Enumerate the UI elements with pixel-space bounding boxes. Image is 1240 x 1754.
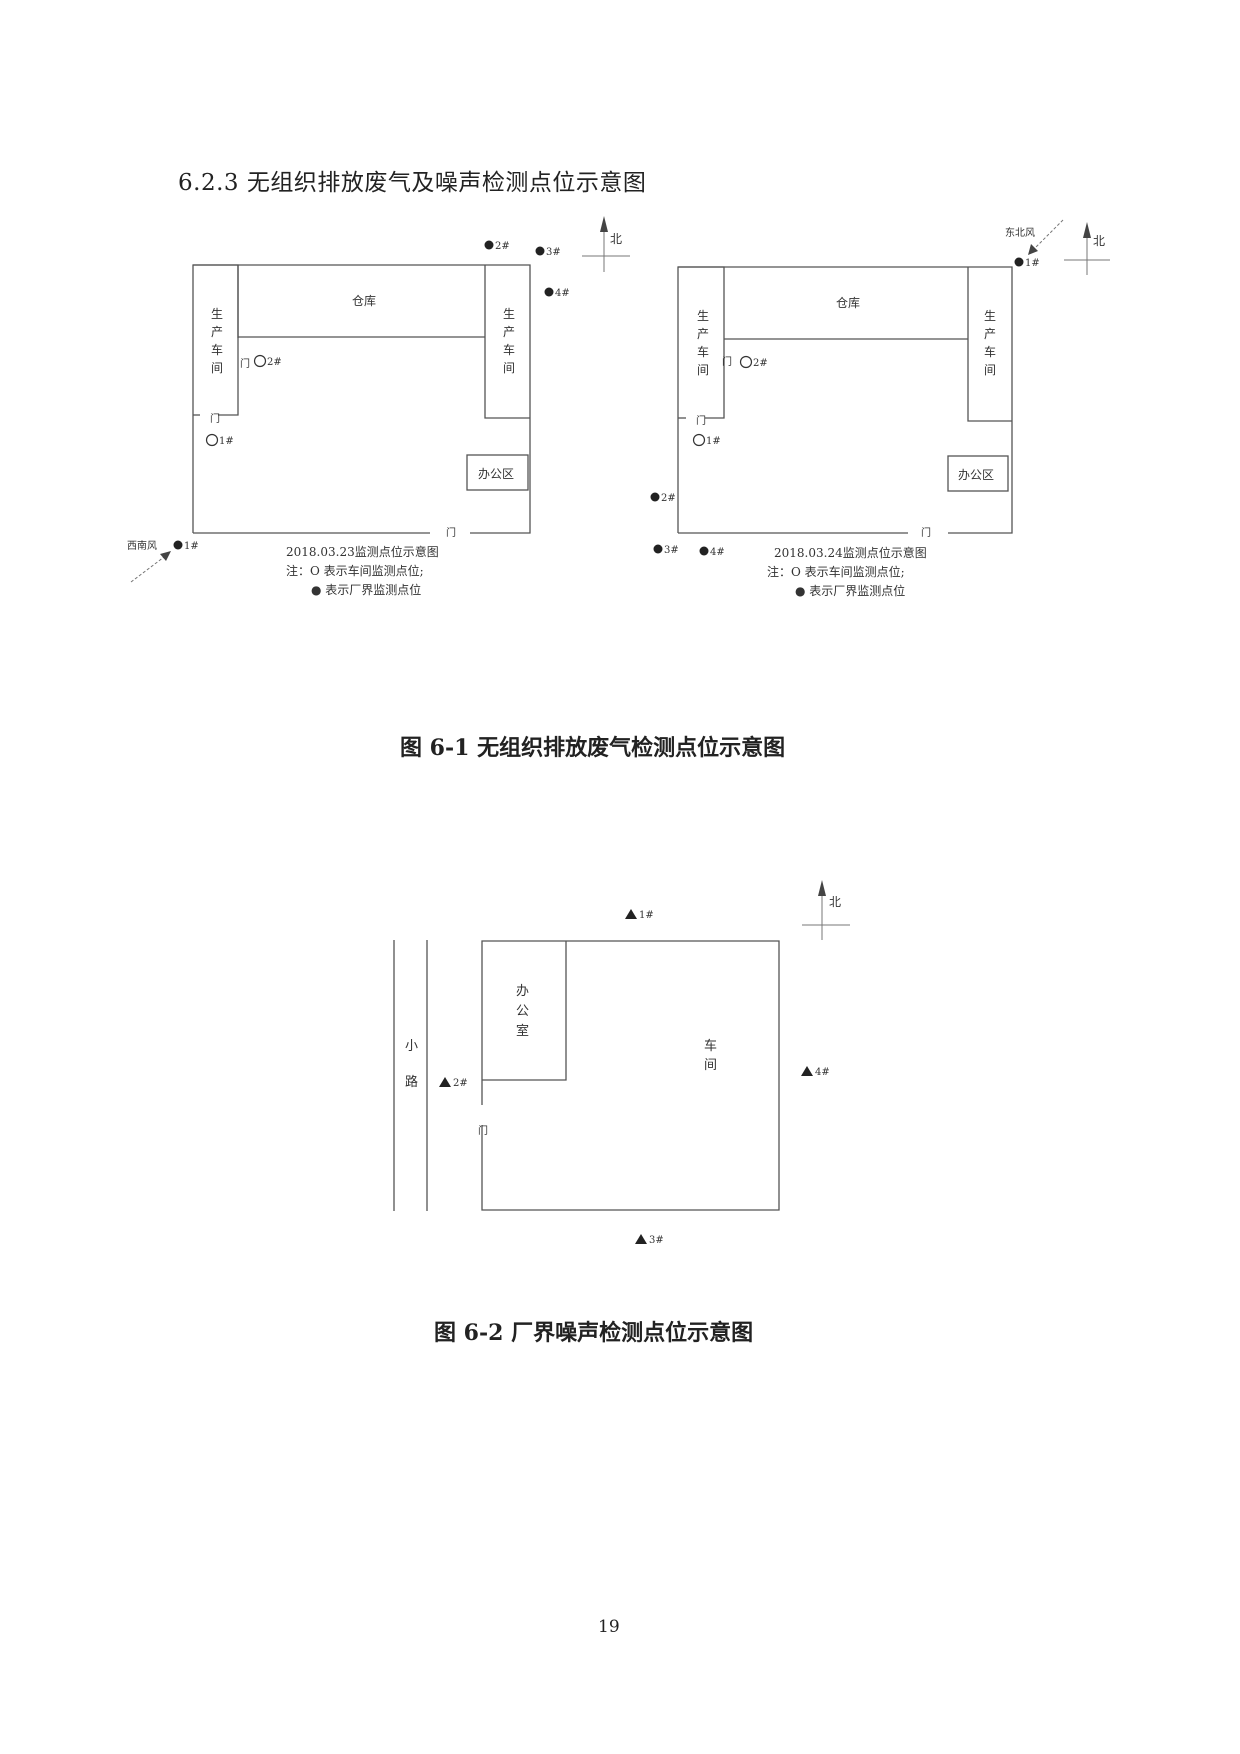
noise-point-label: 1# <box>639 910 654 921</box>
figure-caption: 图 6-1 无组织排放废气检测点位示意图 <box>400 735 786 761</box>
boundary-point-label: 4# <box>710 547 725 558</box>
figure-caption: 图 6-2 厂界噪声检测点位示意图 <box>434 1320 754 1346</box>
boundary-point-marker <box>544 287 554 297</box>
workshop-label: 产 <box>503 325 515 339</box>
section-heading: 6.2.3 无组织排放废气及噪声检测点位示意图 <box>178 170 647 196</box>
office-label: 办公区 <box>478 466 514 481</box>
boundary-point-marker <box>1014 257 1024 267</box>
noise-point-marker <box>801 1066 813 1076</box>
workshop-label: 生 <box>697 309 709 323</box>
boundary-point-marker <box>173 540 183 550</box>
workshop-point-label: 2# <box>267 357 282 368</box>
boundary-point-marker <box>484 240 494 250</box>
workshop-label: 生 <box>211 307 223 321</box>
door-label: 门 <box>210 412 220 425</box>
workshop-point-label: 2# <box>753 358 768 369</box>
workshop-label: 间 <box>704 1058 717 1073</box>
workshop-label: 产 <box>984 327 996 341</box>
noise-point-marker <box>439 1077 451 1087</box>
workshop-label: 间 <box>503 361 515 375</box>
workshop-label: 产 <box>697 327 709 341</box>
office-label: 室 <box>516 1023 529 1039</box>
north-label: 北 <box>829 895 841 909</box>
workshop-label: 生 <box>984 309 996 323</box>
noise-point-label: 4# <box>815 1067 830 1078</box>
workshop-label: 车 <box>984 344 996 359</box>
workshop-point-marker <box>253 354 267 368</box>
wind-label: 东北风 <box>1005 226 1035 239</box>
workshop-point-marker <box>692 433 706 447</box>
fig1-right-map: 北 仓库 生 产 车 间 生 产 车 间 办公区 门 门 门 2# 1# 1# … <box>650 219 1110 598</box>
office-label: 办 <box>516 984 529 999</box>
office-box <box>466 454 529 491</box>
door-label: 门 <box>478 1124 488 1137</box>
boundary-point-marker <box>650 492 660 502</box>
legend-note: ● 表示厂界监测点位 <box>311 582 421 597</box>
wind-arrow-icon <box>130 551 171 583</box>
workshop-label: 产 <box>211 325 223 339</box>
workshop-point-label: 1# <box>706 436 721 447</box>
boundary-point-label: 1# <box>1025 258 1040 269</box>
north-arrow-icon <box>802 880 850 940</box>
workshop-point-label: 1# <box>219 436 234 447</box>
boundary-point-label: 4# <box>555 288 570 299</box>
door-label: 门 <box>446 526 456 539</box>
boundary-point-label: 3# <box>546 247 561 258</box>
boundary-point-marker <box>535 246 545 256</box>
boundary-point-label: 2# <box>495 241 510 252</box>
workshop-label: 车 <box>503 342 515 357</box>
fig1-left-map: 北 仓库 生 产 车 间 生 产 车 间 办公区 门 门 门 2# 1# 2# <box>127 216 630 597</box>
north-label: 北 <box>1093 234 1105 248</box>
date-caption: 2018.03.24监测点位示意图 <box>774 545 927 560</box>
legend-note: 注：O 表示车间监测点位; <box>767 564 905 579</box>
fig2-map: 北 小 路 办 公 室 车 间 门 1# 2# 3# 4# <box>393 880 850 1246</box>
legend-note: 注：O 表示车间监测点位; <box>286 563 424 578</box>
door-label: 门 <box>921 526 931 539</box>
wind-arrow-icon <box>1028 219 1064 255</box>
workshop-point-marker <box>205 433 219 447</box>
noise-point-marker <box>625 909 637 919</box>
wind-label: 西南风 <box>127 539 157 552</box>
north-arrow-icon <box>582 216 630 272</box>
door-label: 门 <box>696 414 706 427</box>
noise-point-label: 2# <box>453 1078 468 1089</box>
workshop-label: 车 <box>697 344 709 359</box>
noise-point-label: 3# <box>649 1235 664 1246</box>
site-boundary <box>192 264 531 534</box>
north-arrow-icon <box>1064 222 1110 275</box>
site-boundary <box>677 266 1013 534</box>
date-caption: 2018.03.23监测点位示意图 <box>286 544 439 559</box>
warehouse-label: 仓库 <box>836 295 860 310</box>
workshop-label: 间 <box>211 361 223 375</box>
boundary-point-label: 3# <box>664 545 679 556</box>
office-label: 办公区 <box>958 467 994 482</box>
workshop-label: 间 <box>984 363 996 377</box>
boundary-point-marker <box>699 546 709 556</box>
workshop-point-marker <box>739 355 753 369</box>
road-label: 小 <box>405 1039 418 1054</box>
workshop-label: 间 <box>697 363 709 377</box>
office-label: 公 <box>516 1004 529 1019</box>
north-label: 北 <box>610 232 622 246</box>
warehouse-label: 仓库 <box>352 293 376 308</box>
office-box <box>947 455 1009 492</box>
door-label: 门 <box>722 355 732 368</box>
door-label: 门 <box>240 357 250 370</box>
road-label: 路 <box>405 1074 418 1090</box>
legend-note: ● 表示厂界监测点位 <box>795 583 905 598</box>
site-boundary <box>481 940 780 1211</box>
workshop-label: 车 <box>704 1038 717 1054</box>
boundary-point-label: 2# <box>661 493 676 504</box>
page-number: 19 <box>598 1617 620 1637</box>
boundary-point-label: 1# <box>184 541 199 552</box>
workshop-label: 生 <box>503 307 515 321</box>
boundary-point-marker <box>653 544 663 554</box>
noise-point-marker <box>635 1234 647 1244</box>
workshop-label: 车 <box>211 342 223 357</box>
